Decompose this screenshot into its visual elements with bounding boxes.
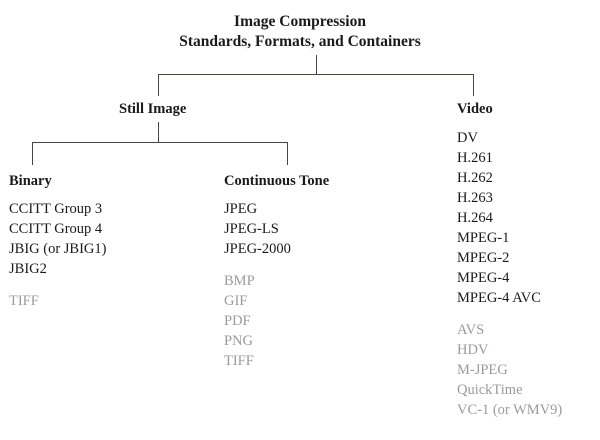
list-item: CCITT Group 4: [9, 221, 103, 237]
list-item: H.263: [457, 190, 493, 206]
group-separator: [457, 308, 562, 320]
list-item: CCITT Group 3: [9, 201, 103, 217]
list-item: GIF: [224, 293, 248, 309]
list-item: BMP: [224, 273, 255, 289]
list-item: JBIG2: [9, 261, 47, 277]
node-binary: Binary: [9, 173, 52, 189]
list-item: PDF: [224, 313, 251, 329]
list-item: TIFF: [9, 293, 39, 309]
connector-level2-right-drop: [287, 142, 288, 165]
list-item: H.261: [457, 150, 493, 166]
list-item: M-JPEG: [457, 362, 508, 378]
list-item: TIFF: [224, 353, 254, 369]
title-line-2: Standards, Formats, and Containers: [179, 33, 421, 50]
list-item: QuickTime: [457, 382, 523, 398]
list-item: H.264: [457, 210, 493, 226]
connector-level2-left-drop: [32, 142, 33, 165]
group-separator: [9, 279, 106, 291]
list-item: MPEG-4: [457, 270, 510, 286]
list-item: JPEG-LS: [224, 221, 279, 237]
title-line-1: Image Compression: [234, 13, 366, 30]
connector-still-image-stem: [158, 122, 159, 143]
list-item: VC-1 (or WMV9): [457, 402, 563, 418]
list-item: HDV: [457, 342, 489, 358]
group-separator: [224, 259, 291, 271]
list-item: JPEG-2000: [224, 241, 291, 257]
list-item: MPEG-4 AVC: [457, 290, 541, 306]
list-item: JPEG: [224, 201, 258, 217]
list-item: MPEG-2: [457, 250, 510, 266]
list-item: MPEG-1: [457, 230, 510, 246]
node-still-image: Still Image: [119, 101, 187, 117]
connector-level1-left-drop: [158, 74, 159, 96]
list-item: AVS: [457, 322, 485, 338]
node-continuous-tone: Continuous Tone: [224, 173, 330, 189]
connector-level2-horizontal: [32, 142, 288, 143]
list-binary-formats: CCITT Group 3 CCITT Group 4 JBIG (or JBIG1…: [9, 199, 106, 311]
list-item: JBIG (or JBIG1): [9, 241, 107, 257]
connector-level1-horizontal: [158, 74, 474, 75]
list-item: H.262: [457, 170, 493, 186]
list-item: DV: [457, 130, 478, 146]
node-video: Video: [457, 101, 493, 117]
page-title: Image Compression Standards, Formats, an…: [0, 12, 600, 52]
connector-level1-right-drop: [473, 74, 474, 96]
list-item: PNG: [224, 333, 254, 349]
connector-title-stem: [316, 55, 317, 75]
